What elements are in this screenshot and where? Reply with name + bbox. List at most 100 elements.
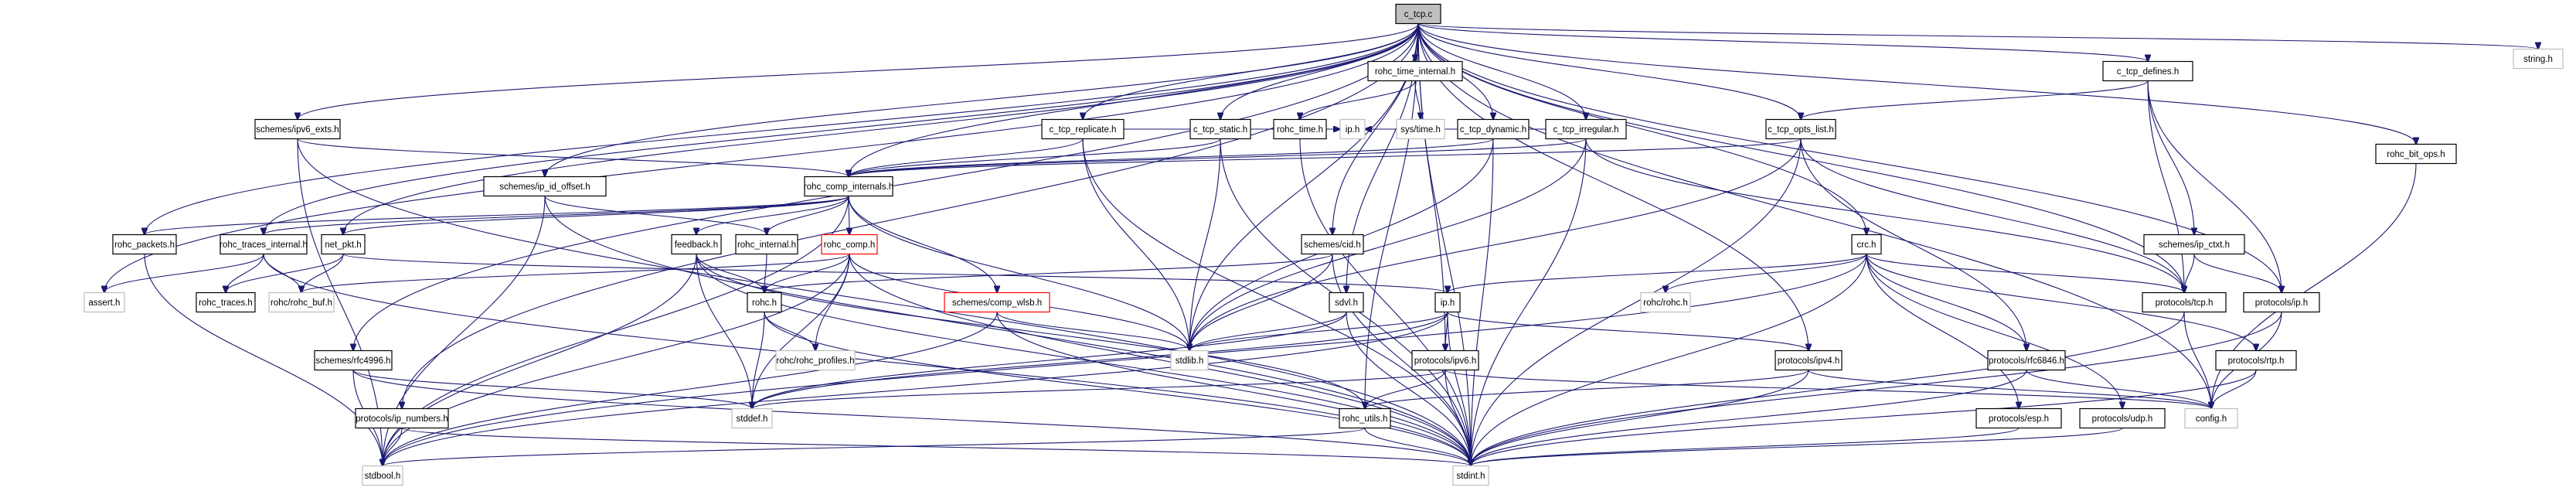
- node-box[interactable]: [254, 118, 341, 140]
- node-rohc-utils-h[interactable]: rohc_utils.h: [1339, 407, 1391, 429]
- node-box[interactable]: [1545, 118, 1627, 140]
- node-box[interactable]: [821, 234, 878, 255]
- node-stdlib-h[interactable]: stdlib.h: [1170, 349, 1209, 371]
- node-box[interactable]: [1301, 234, 1364, 255]
- node-schemes-ip-id-offset-h[interactable]: schemes/ip_id_offset.h: [483, 176, 607, 197]
- node-stddef-h[interactable]: stddef.h: [731, 407, 773, 429]
- node-rohc-h[interactable]: rohc.h: [747, 292, 782, 313]
- node-box[interactable]: [1975, 407, 2062, 429]
- node-box[interactable]: [731, 407, 773, 429]
- node-ip-h[interactable]: ip.h: [1434, 292, 1461, 313]
- node-rohc-bit-ops-h[interactable]: rohc_bit_ops.h: [2375, 143, 2457, 165]
- node-stdint-h[interactable]: stdint.h: [1452, 465, 1489, 486]
- node-box[interactable]: [112, 234, 177, 255]
- node-sys-time-h[interactable]: sys/time.h: [1396, 118, 1445, 140]
- node-c-tcp-c[interactable]: c_tcp.c: [1395, 3, 1441, 25]
- node-protocols-tcp-h[interactable]: protocols/tcp.h: [2142, 292, 2227, 313]
- node-box[interactable]: [775, 349, 856, 371]
- node-box[interactable]: [83, 292, 125, 313]
- node-protocols-rfc6846-h[interactable]: protocols/rfc6846.h: [1987, 349, 2066, 371]
- node-assert-h[interactable]: assert.h: [83, 292, 125, 313]
- node-c-tcp-dynamic-h[interactable]: c_tcp_dynamic.h: [1457, 118, 1530, 140]
- node-rohc-packets-h[interactable]: rohc_packets.h: [112, 234, 177, 255]
- node-c-tcp-irregular-h[interactable]: c_tcp_irregular.h: [1545, 118, 1627, 140]
- node-box[interactable]: [804, 176, 893, 197]
- node-box[interactable]: [321, 234, 366, 255]
- node-box[interactable]: [196, 292, 256, 313]
- node-rohc-rohc-profiles-h[interactable]: rohc/rohc_profiles.h: [775, 349, 856, 371]
- node-protocols-esp-h[interactable]: protocols/esp.h: [1975, 407, 2062, 429]
- node-box[interactable]: [1765, 118, 1836, 140]
- node-box[interactable]: [362, 465, 403, 486]
- node-box[interactable]: [268, 292, 335, 313]
- node-box[interactable]: [1367, 60, 1463, 82]
- node-protocols-ipv4-h[interactable]: protocols/ipv4.h: [1775, 349, 1843, 371]
- node-rohc-rohc-h[interactable]: rohc/rohc.h: [1640, 292, 1691, 313]
- node-box[interactable]: [735, 234, 798, 255]
- node-rohc-comp-h[interactable]: rohc_comp.h: [821, 234, 878, 255]
- node-box[interactable]: [2143, 234, 2245, 255]
- node-box[interactable]: [483, 176, 607, 197]
- node-box[interactable]: [2079, 407, 2166, 429]
- node-protocols-ipv6-h[interactable]: protocols/ipv6.h: [1411, 349, 1479, 371]
- node-c-tcp-replicate-h[interactable]: c_tcp_replicate.h: [1041, 118, 1125, 140]
- node-rohc-time-h[interactable]: rohc_time.h: [1273, 118, 1327, 140]
- node-schemes-ipv6-exts-h[interactable]: schemes/ipv6_exts.h: [254, 118, 341, 140]
- node-c-tcp-defines-h[interactable]: c_tcp_defines.h: [2102, 60, 2193, 82]
- node-box[interactable]: [1434, 292, 1461, 313]
- node-box[interactable]: [1041, 118, 1125, 140]
- node-rohc-rohc-buf-h[interactable]: rohc/rohc_buf.h: [268, 292, 335, 313]
- node-box[interactable]: [1452, 465, 1489, 486]
- node-stdbool-h[interactable]: stdbool.h: [362, 465, 403, 486]
- node-box[interactable]: [1395, 3, 1441, 25]
- node-rohc-time-internal-h[interactable]: rohc_time_internal.h: [1367, 60, 1463, 82]
- node-protocols-ip-numbers-h[interactable]: protocols/ip_numbers.h: [355, 407, 449, 429]
- node-protocols-ip-h[interactable]: protocols/ip.h: [2243, 292, 2320, 313]
- node-box[interactable]: [314, 349, 393, 371]
- node-box[interactable]: [747, 292, 782, 313]
- node-schemes-rfc4996-h[interactable]: schemes/rfc4996.h: [314, 349, 393, 371]
- node-box[interactable]: [1775, 349, 1843, 371]
- node-schemes-ip-ctxt-h[interactable]: schemes/ip_ctxt.h: [2143, 234, 2245, 255]
- node-box[interactable]: [2375, 143, 2457, 165]
- node-box[interactable]: [2102, 60, 2193, 82]
- node-rohc-traces-internal-h[interactable]: rohc_traces_internal.h: [219, 234, 308, 255]
- node-box[interactable]: [2513, 48, 2564, 70]
- node-protocols-udp-h[interactable]: protocols/udp.h: [2079, 407, 2166, 429]
- node-box[interactable]: [2243, 292, 2320, 313]
- node-ip-h-top[interactable]: ip.h: [1339, 118, 1366, 140]
- node-box[interactable]: [1329, 292, 1364, 313]
- node-schemes-comp-wlsb-h[interactable]: schemes/comp_wlsb.h: [944, 292, 1050, 313]
- node-feedback-h[interactable]: feedback.h: [671, 234, 722, 255]
- node-box[interactable]: [1189, 118, 1251, 140]
- node-box[interactable]: [2184, 407, 2238, 429]
- node-schemes-cid-h[interactable]: schemes/cid.h: [1301, 234, 1364, 255]
- node-box[interactable]: [2142, 292, 2227, 313]
- node-c-tcp-static-h[interactable]: c_tcp_static.h: [1189, 118, 1251, 140]
- node-rohc-traces-h[interactable]: rohc_traces.h: [196, 292, 256, 313]
- node-box[interactable]: [1640, 292, 1691, 313]
- node-box[interactable]: [355, 407, 449, 429]
- node-box[interactable]: [1457, 118, 1530, 140]
- node-box[interactable]: [1396, 118, 1445, 140]
- node-box[interactable]: [671, 234, 722, 255]
- node-box[interactable]: [1851, 234, 1882, 255]
- node-box[interactable]: [2215, 349, 2297, 371]
- node-box[interactable]: [1411, 349, 1479, 371]
- node-rohc-comp-internals-h[interactable]: rohc_comp_internals.h: [804, 176, 893, 197]
- node-box[interactable]: [1170, 349, 1209, 371]
- node-box[interactable]: [1987, 349, 2066, 371]
- node-box[interactable]: [944, 292, 1050, 313]
- node-rohc-internal-h[interactable]: rohc_internal.h: [735, 234, 798, 255]
- node-protocols-rtp-h[interactable]: protocols/rtp.h: [2215, 349, 2297, 371]
- node-box[interactable]: [219, 234, 308, 255]
- node-sdvl-h[interactable]: sdvl.h: [1329, 292, 1364, 313]
- node-box[interactable]: [1339, 118, 1366, 140]
- node-config-h[interactable]: config.h: [2184, 407, 2238, 429]
- node-box[interactable]: [1339, 407, 1391, 429]
- node-net-pkt-h[interactable]: net_pkt.h: [321, 234, 366, 255]
- node-box[interactable]: [1273, 118, 1327, 140]
- node-string-h[interactable]: string.h: [2513, 48, 2564, 70]
- node-crc-h[interactable]: crc.h: [1851, 234, 1882, 255]
- node-c-tcp-opts-list-h[interactable]: c_tcp_opts_list.h: [1765, 118, 1836, 140]
